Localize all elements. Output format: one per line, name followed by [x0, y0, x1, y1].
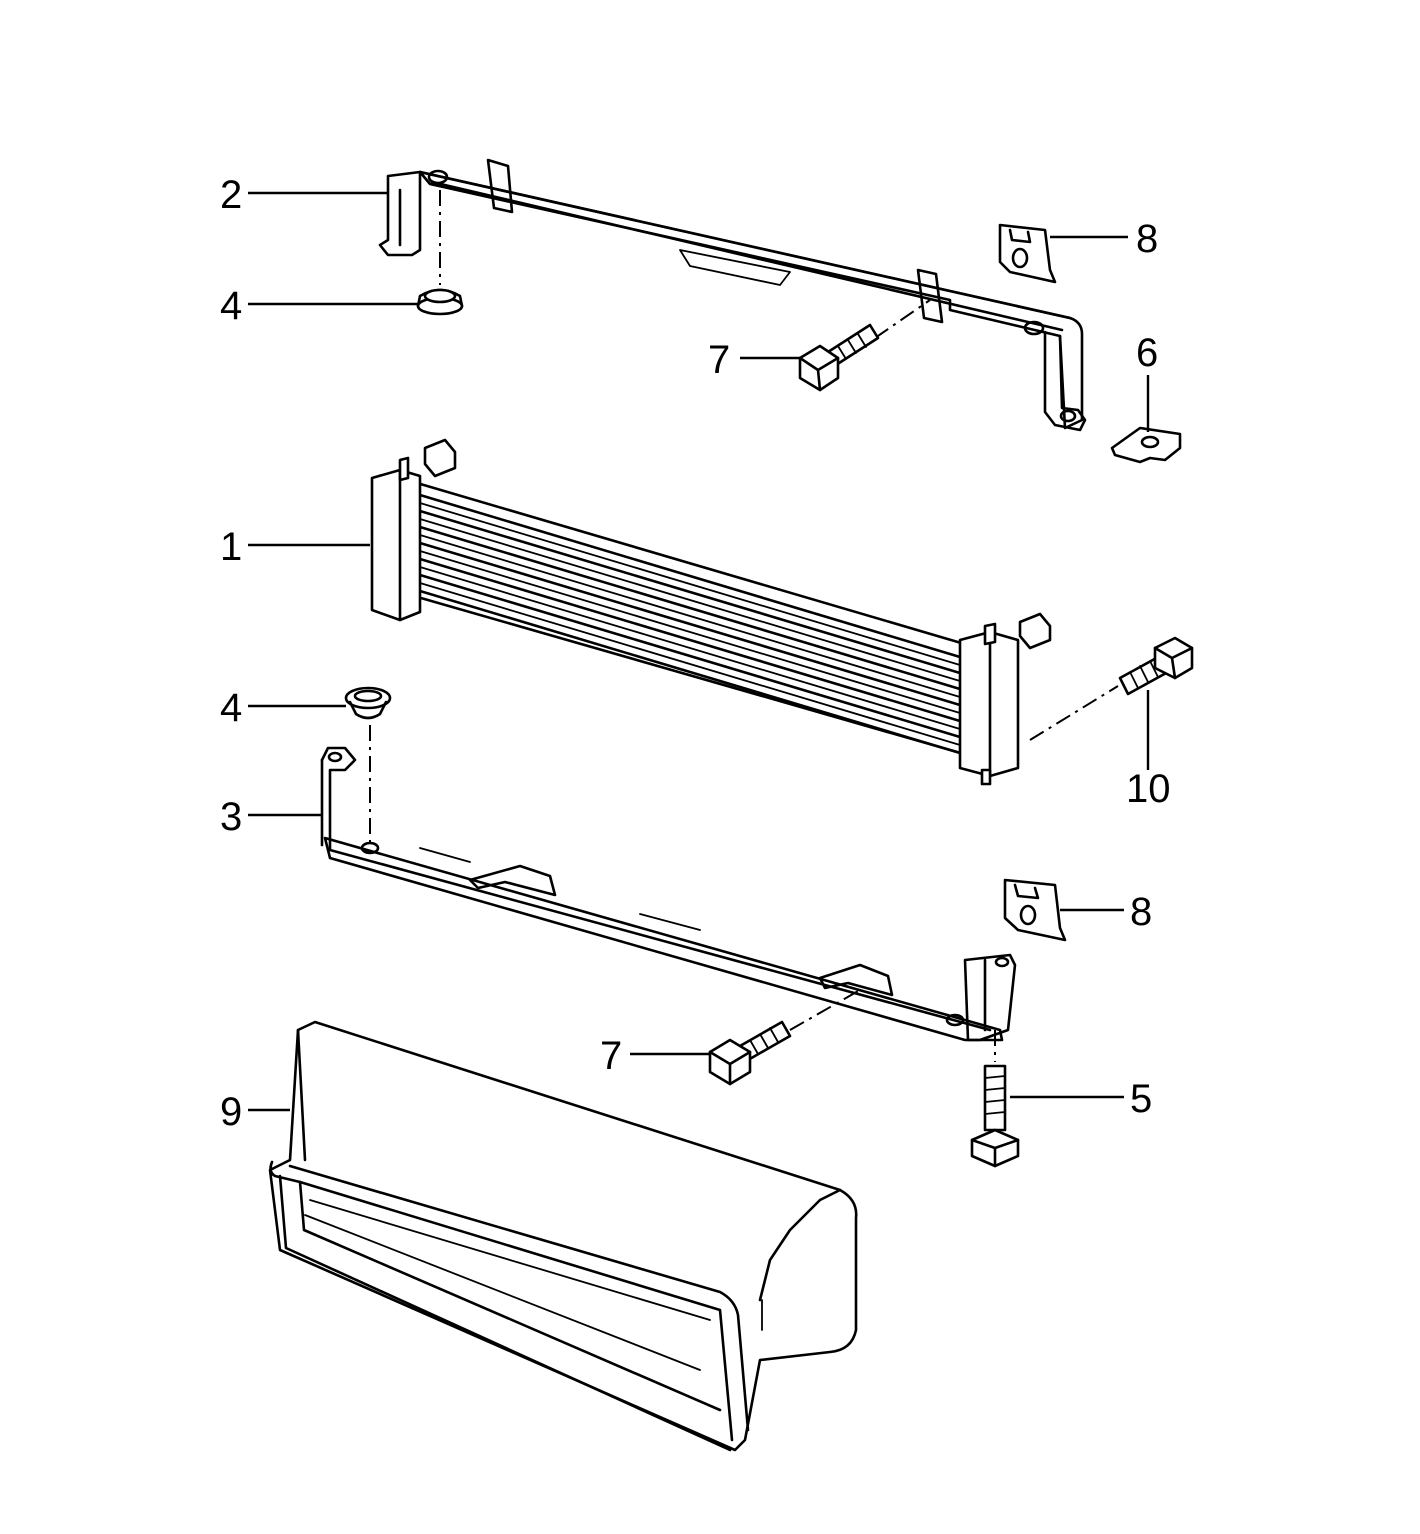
upper-clip-part	[998, 223, 1057, 284]
vertical-bolt-part	[970, 1030, 1020, 1168]
lower-grommet-part	[344, 686, 392, 845]
lower-bracket-part	[320, 746, 1017, 1042]
callout-3: 3	[220, 795, 242, 839]
callout-7-upper: 7	[708, 338, 730, 382]
callout-7-lower: 7	[600, 1034, 622, 1078]
air-duct-part	[268, 1020, 858, 1452]
leader-lines	[248, 191, 1150, 1112]
lower-bolt-part	[708, 989, 861, 1086]
callout-8-lower: 8	[1130, 890, 1152, 934]
cooler-bolt-part	[1029, 636, 1194, 741]
callout-4-lower: 4	[220, 686, 242, 730]
clip-nut-part	[1110, 426, 1182, 464]
callout-1: 1	[220, 525, 242, 569]
upper-bolt-part	[798, 299, 931, 392]
callout-2: 2	[220, 173, 242, 217]
lower-clip-part	[1003, 878, 1067, 942]
callout-9: 9	[220, 1090, 242, 1134]
callout-4-upper: 4	[220, 284, 242, 328]
callout-10: 10	[1126, 767, 1171, 811]
callout-8-upper: 8	[1136, 217, 1158, 261]
callout-6: 6	[1136, 331, 1158, 375]
oil-cooler-part	[370, 438, 1052, 786]
upper-grommet-part	[416, 190, 464, 316]
upper-bracket-part	[378, 158, 1087, 432]
callout-labels: 2 4 7 8 6 1 4 10 3 8 7 5 9	[220, 173, 1171, 1134]
callout-5: 5	[1130, 1077, 1152, 1121]
